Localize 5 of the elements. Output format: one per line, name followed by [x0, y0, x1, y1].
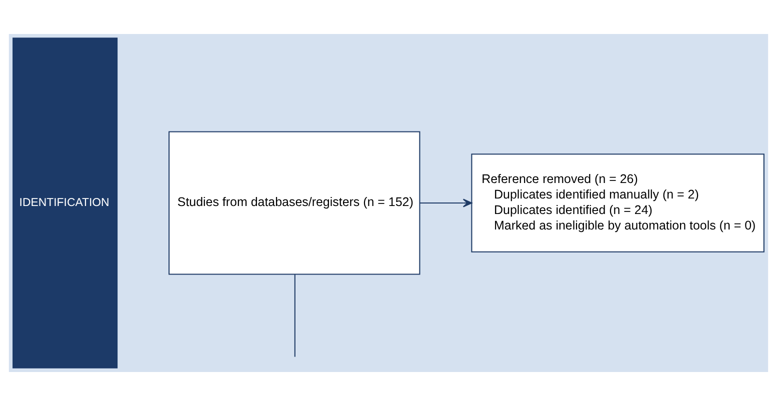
arrow: [420, 198, 472, 207]
node-box: IDENTIFICATION: [12, 37, 118, 368]
node-box: Reference removed (n = 26) Duplicates identified manually (n = 2) Duplicates identified (n = 24) Marked as ineligible by automation tools (n = 0): [471, 153, 764, 252]
node-box: Studies from databases/registers (n = 152): [168, 130, 420, 274]
connector: [294, 274, 296, 356]
